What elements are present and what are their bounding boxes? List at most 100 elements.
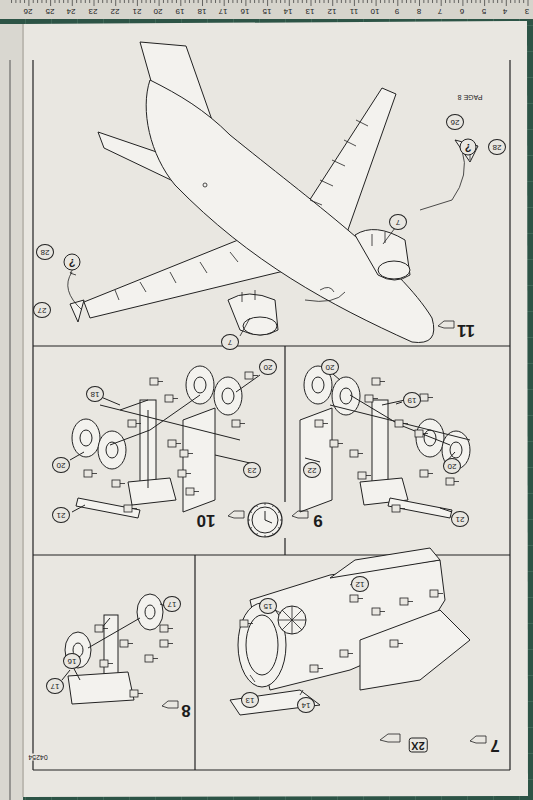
callout-number: 19 [403,392,421,408]
ruler-tick [271,0,272,3]
clock-tick [257,533,258,535]
ruler-tick [237,0,238,3]
ruler-tick [449,0,450,3]
ruler-number: 16 [241,7,250,15]
ruler-tick [497,0,498,3]
callout-number: 20 [259,359,277,375]
callout-number: 28 [488,139,506,155]
ruler-tick [67,0,68,3]
glue-marker [454,481,459,482]
ruler-number: 5 [481,7,485,15]
ruler-tick [50,0,51,6]
ruler-tick [302,0,303,3]
callout-number: 21 [52,507,70,523]
ruler-tick [141,0,142,3]
callout-number: 7 [221,334,239,350]
ruler-tick [163,0,164,3]
glue-marker [160,640,168,647]
callout-number: 16 [63,653,81,669]
step-number: 10 [197,512,216,529]
glue-marker [153,658,158,659]
glue-marker [128,643,133,644]
glue-marker [400,598,408,605]
glue-marker [420,394,428,401]
ruler-tick [115,0,116,6]
ruler-tick [33,0,34,3]
ruler-tick [528,0,529,6]
ruler-tick [11,0,12,3]
glue-marker [173,398,178,399]
callout-number: 15 [259,598,277,614]
ruler-tick [397,0,398,6]
step-number: 11 [457,322,475,339]
ruler-tick [350,0,351,3]
ruler-tick [232,0,233,3]
glue-marker [186,473,191,474]
ruler-tick [202,0,203,6]
glue-marker [358,472,366,479]
ruler-tick [267,0,268,6]
glue-marker [446,478,454,485]
ruler-number: 21 [132,7,141,15]
ruler-tick [28,0,29,6]
ruler-tick [102,0,103,3]
clock-tick [278,528,280,529]
ruler-tick [94,0,95,6]
ruler-tick [189,0,190,3]
glue-marker [158,381,163,382]
glue-marker [150,378,158,385]
callout-number: 18 [86,386,104,402]
ruler-tick [315,0,316,3]
glue-marker [84,470,92,477]
ruler-tick [380,0,381,3]
ruler-tick [250,0,251,3]
ruler-tick [241,0,242,3]
glue-marker [372,608,380,615]
ruler-tick [124,0,125,3]
glue-marker [408,601,413,602]
sheet-code: 04254 [28,754,47,761]
ruler-number: 3 [525,7,529,15]
ruler-tick [484,0,485,6]
callout-number: 20 [443,458,461,474]
ruler-tick [80,0,81,3]
glue-marker [232,420,240,427]
clock-tick [273,533,274,535]
glue-marker [415,430,423,437]
ruler-tick [493,0,494,3]
glue-marker [430,590,438,597]
glue-marker [145,655,153,662]
clock-tick [250,512,252,513]
ruler-tick [180,0,181,6]
glue-marker [366,475,371,476]
ruler-tick [228,0,229,3]
ruler-tick [480,0,481,3]
glue-marker [248,623,253,624]
ruler-tick [150,0,151,3]
ruler-number: 6 [460,7,464,15]
ruler-tick [172,0,173,3]
ruler-tick [415,0,416,3]
ruler-tick [471,0,472,3]
callout-number: 17 [163,596,181,612]
ruler-tick [458,0,459,3]
ruler-tick [297,0,298,3]
glue-marker [318,668,323,669]
ruler-tick [206,0,207,3]
glue-marker [136,423,141,424]
ruler-tick [332,0,333,6]
ruler-tick [137,0,138,6]
glue-marker [160,625,168,632]
glue-marker [390,640,398,647]
callout-number: 21 [451,511,469,527]
ruler-tick [363,0,364,3]
glue-marker [92,473,97,474]
ruler-tick [54,0,55,3]
glue-marker [358,453,363,454]
ruler-tick [354,0,355,6]
ruler-number: 15 [262,7,271,15]
ruler-tick [406,0,407,3]
glue-marker [253,375,258,376]
ruler-tick [154,0,155,3]
ruler-tick [328,0,329,3]
